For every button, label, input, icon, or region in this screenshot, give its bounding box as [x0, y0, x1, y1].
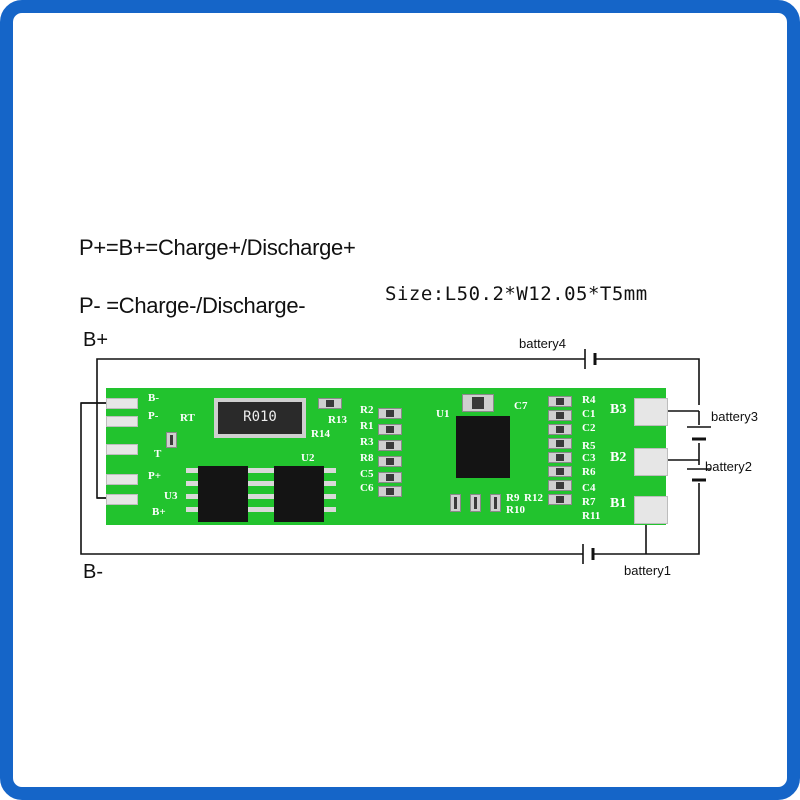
label-r14: R14 — [311, 428, 330, 440]
label-b-minus: B- — [148, 392, 159, 404]
label-r11: R11 — [582, 510, 601, 522]
resistor-r6 — [548, 466, 572, 477]
label-c4: C4 — [582, 482, 596, 494]
label-b1: B1 — [610, 496, 627, 511]
battery1-symbol — [582, 544, 595, 564]
b-minus-terminal-label: B- — [83, 561, 103, 583]
pad-b-plus — [106, 494, 138, 505]
label-p-minus: P- — [148, 410, 159, 422]
pad-t — [106, 444, 138, 455]
capacitor-c6 — [378, 486, 402, 497]
mosfet-u3 — [198, 466, 248, 522]
pad-p-minus — [106, 416, 138, 427]
pad-p-plus — [106, 474, 138, 485]
label-u1: U1 — [436, 408, 450, 420]
resistor-r7 — [548, 494, 572, 505]
label-c5: C5 — [360, 468, 374, 480]
resistor-r4 — [548, 396, 572, 407]
shunt-resistor: R010 — [214, 398, 306, 438]
capacitor-c7 — [462, 394, 494, 412]
pcb-board: B- P- T P+ B+ RT R010 R14 R13 U2 U3 R2 R… — [106, 388, 668, 525]
resistor-r8 — [378, 456, 402, 467]
capacitor-c3 — [548, 452, 572, 463]
label-r7: R7 — [582, 496, 596, 508]
label-b-plus: B+ — [152, 506, 166, 518]
resistor-r13 — [318, 398, 342, 409]
capacitor-c2 — [548, 424, 572, 435]
label-r4: R4 — [582, 394, 596, 406]
label-r9: R9 — [506, 492, 520, 504]
label-r8: R8 — [360, 452, 374, 464]
mosfet-u2 — [274, 466, 324, 522]
thermistor-rt — [166, 432, 177, 448]
battery4-symbol — [584, 349, 597, 369]
label-u2: U2 — [301, 452, 315, 464]
capacitor-c5 — [378, 472, 402, 483]
battery4-label: battery4 — [519, 336, 566, 351]
label-r6: R6 — [582, 466, 596, 478]
b-plus-terminal-label: B+ — [83, 329, 109, 351]
label-c2: C2 — [582, 422, 596, 434]
capacitor-c4 — [548, 480, 572, 491]
label-r1: R1 — [360, 420, 374, 432]
resistor-r5 — [548, 438, 572, 449]
label-c1: C1 — [582, 408, 596, 420]
pad-b-minus — [106, 398, 138, 409]
label-r10: R10 — [506, 504, 525, 516]
charge-minus-note: P- =Charge-/Discharge- — [79, 293, 306, 318]
label-c7: C7 — [514, 400, 528, 412]
label-c6: C6 — [360, 482, 374, 494]
resistor-r2 — [378, 408, 402, 419]
resistor-r1 — [378, 424, 402, 435]
pad-b2 — [634, 448, 668, 476]
charge-plus-note: P+=B+=Charge+/Discharge+ — [79, 235, 356, 260]
label-rt: RT — [180, 412, 195, 424]
label-b2: B2 — [610, 450, 627, 465]
pad-b1 — [634, 496, 668, 524]
battery2-symbol — [687, 468, 711, 482]
battery3-symbol — [687, 426, 711, 441]
resistor-r10 — [470, 494, 481, 512]
label-r13: R13 — [328, 414, 347, 426]
label-r12: R12 — [524, 492, 543, 504]
capacitor-c1 — [548, 410, 572, 421]
label-r2: R2 — [360, 404, 374, 416]
label-b3: B3 — [610, 402, 627, 417]
battery2-label: battery2 — [705, 459, 752, 474]
label-c3: C3 — [582, 452, 596, 464]
battery1-label: battery1 — [624, 563, 671, 578]
label-t: T — [154, 448, 162, 460]
battery4-wire — [595, 358, 700, 405]
label-u3: U3 — [164, 490, 178, 502]
label-r3: R3 — [360, 436, 374, 448]
battery1-wire — [593, 495, 700, 555]
resistor-r12 — [490, 494, 501, 512]
controller-ic-u1 — [456, 416, 510, 478]
resistor-r3 — [378, 440, 402, 451]
label-p-plus: P+ — [148, 470, 161, 482]
label-r5: R5 — [582, 440, 596, 452]
size-note: Size:L50.2*W12.05*T5mm — [385, 283, 648, 305]
pad-b3 — [634, 398, 668, 426]
resistor-r9 — [450, 494, 461, 512]
battery3-label: battery3 — [711, 409, 758, 424]
